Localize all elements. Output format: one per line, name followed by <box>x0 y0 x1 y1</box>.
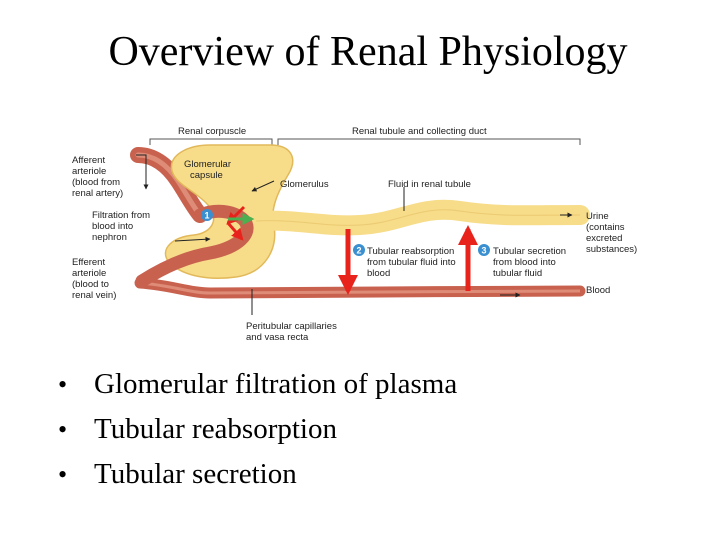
svg-text:3: 3 <box>481 246 486 256</box>
label-urine: Urine (contains excreted substances) <box>586 211 637 255</box>
bullet-list: •Glomerular filtration of plasma •Tubula… <box>58 362 457 497</box>
label-glomerulus: Glomerulus <box>280 179 329 190</box>
label-afferent-arteriole: Afferent arteriole (blood from renal art… <box>72 155 123 199</box>
filtration-arrow-red-2 <box>226 222 244 241</box>
label-reabsorption: Tubular reabsorption from tubular fluid … <box>367 246 458 279</box>
step-marker-3: 3 <box>478 244 490 256</box>
tubule-bracket <box>277 138 581 145</box>
svg-text:1: 1 <box>204 211 209 221</box>
label-peritubular: Peritubular capillaries and vasa recta <box>246 321 339 343</box>
label-renal-corpuscle: Renal corpuscle <box>178 126 246 137</box>
bullet-item: •Tubular reabsorption <box>58 413 337 445</box>
label-filtration: Filtration from blood into nephron <box>92 210 153 243</box>
step-marker-2: 2 <box>353 244 365 256</box>
label-glomerular-capsule: Glomerular capsule <box>184 159 234 181</box>
renal-corpuscle-bracket <box>149 138 273 145</box>
label-efferent-arteriole: Efferent arteriole (blood to renal vein) <box>72 257 116 301</box>
label-tubule-duct: Renal tubule and collecting duct <box>352 126 487 137</box>
label-secretion: Tubular secretion from blood into tubula… <box>493 246 569 279</box>
bullet-item: •Tubular secretion <box>58 458 297 490</box>
page-title: Overview of Renal Physiology <box>108 29 628 75</box>
nephron-diagram: Renal corpuscle Renal tubule and collect… <box>72 126 637 343</box>
bullet-item: •Glomerular filtration of plasma <box>58 368 458 400</box>
label-fluid-tubule: Fluid in renal tubule <box>388 179 471 190</box>
label-blood: Blood <box>586 285 610 296</box>
svg-text:2: 2 <box>356 246 361 256</box>
step-marker-1: 1 <box>201 209 213 221</box>
